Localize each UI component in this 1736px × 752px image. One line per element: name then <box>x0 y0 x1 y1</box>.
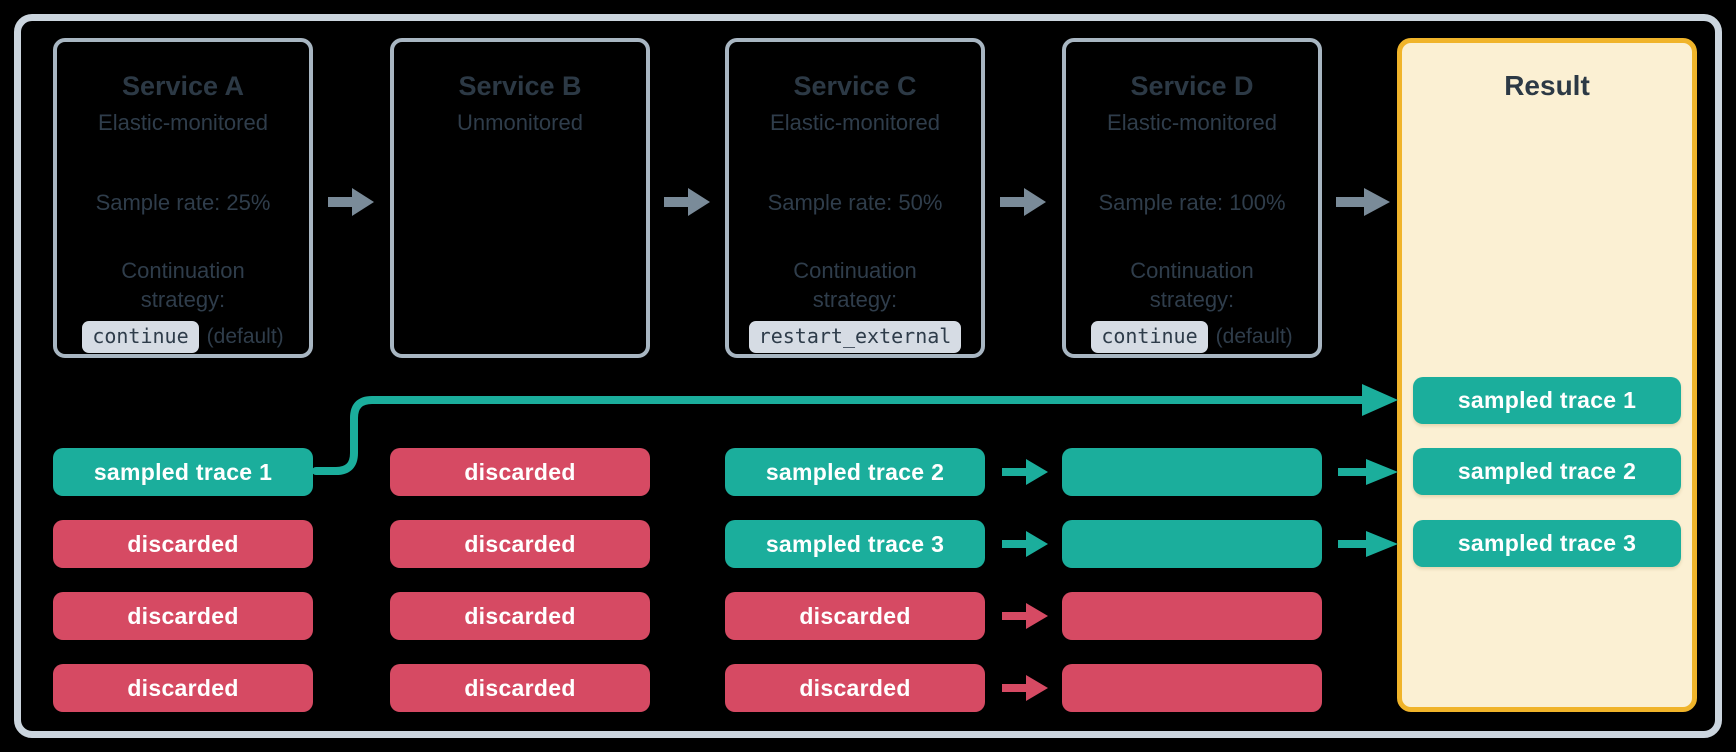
strategy-code-chip: continue <box>82 320 199 353</box>
service-d-continuation-label: Continuation strategy: <box>1130 256 1254 314</box>
trace-pill: discarded <box>725 592 985 640</box>
strategy-default-note: (default) <box>1215 324 1293 348</box>
service-d-sample-rate: Sample rate: 100% <box>1098 190 1286 215</box>
service-d-title: Service D <box>1130 71 1254 101</box>
strategy-code-chip: restart_external <box>748 320 962 353</box>
service-a-monitoring: Elastic-monitored <box>98 110 268 135</box>
result-pill: sampled trace 2 <box>1413 448 1681 495</box>
trace-bar <box>1062 664 1322 712</box>
trace-pill: discarded <box>390 592 650 640</box>
continuation-line2: strategy: <box>812 287 898 312</box>
service-a-title: Service A <box>121 71 245 101</box>
continuation-line2: strategy: <box>140 287 226 312</box>
trace-pill: sampled trace 2 <box>725 448 985 496</box>
trace-pill: discarded <box>390 520 650 568</box>
service-box-a: Service A Elastic-monitored Sample rate:… <box>53 38 313 358</box>
continuation-line2: strategy: <box>1149 287 1235 312</box>
service-box-b: Service B Unmonitored <box>390 38 650 358</box>
strategy-default-note: (default) <box>206 324 284 348</box>
service-box-d: Service D Elastic-monitored Sample rate:… <box>1062 38 1322 358</box>
result-pill: sampled trace 1 <box>1413 377 1681 424</box>
service-c-title: Service C <box>793 71 917 101</box>
service-c-sample-rate: Sample rate: 50% <box>767 190 943 215</box>
continuation-line1: Continuation <box>121 258 245 283</box>
trace-pill: discarded <box>53 664 313 712</box>
service-c-monitoring: Elastic-monitored <box>770 110 940 135</box>
service-d-monitoring: Elastic-monitored <box>1107 110 1277 135</box>
result-box: Result <box>1397 38 1697 712</box>
service-b-monitoring: Unmonitored <box>457 110 583 135</box>
trace-bar <box>1062 520 1322 568</box>
trace-pill: discarded <box>53 520 313 568</box>
service-a-strategy-row: continue (default) <box>82 319 284 354</box>
trace-bar <box>1062 448 1322 496</box>
service-box-c: Service C Elastic-monitored Sample rate:… <box>725 38 985 358</box>
trace-pill: discarded <box>725 664 985 712</box>
service-c-strategy-row: restart_external <box>748 319 962 354</box>
trace-pill: discarded <box>390 448 650 496</box>
trace-bar <box>1062 592 1322 640</box>
result-pill: sampled trace 3 <box>1413 520 1681 567</box>
result-title: Result <box>1504 70 1590 101</box>
continuation-line1: Continuation <box>1130 258 1254 283</box>
outer-frame <box>14 14 1722 738</box>
service-b-title: Service B <box>458 71 582 101</box>
service-a-sample-rate: Sample rate: 25% <box>95 190 271 215</box>
strategy-code-chip: continue <box>1091 320 1208 353</box>
service-d-strategy-row: continue (default) <box>1091 319 1293 354</box>
trace-pill: sampled trace 3 <box>725 520 985 568</box>
continuation-line1: Continuation <box>793 258 917 283</box>
trace-pill: sampled trace 1 <box>53 448 313 496</box>
trace-pill: discarded <box>390 664 650 712</box>
trace-pill: discarded <box>53 592 313 640</box>
service-a-continuation-label: Continuation strategy: <box>121 256 245 314</box>
service-c-continuation-label: Continuation strategy: <box>793 256 917 314</box>
